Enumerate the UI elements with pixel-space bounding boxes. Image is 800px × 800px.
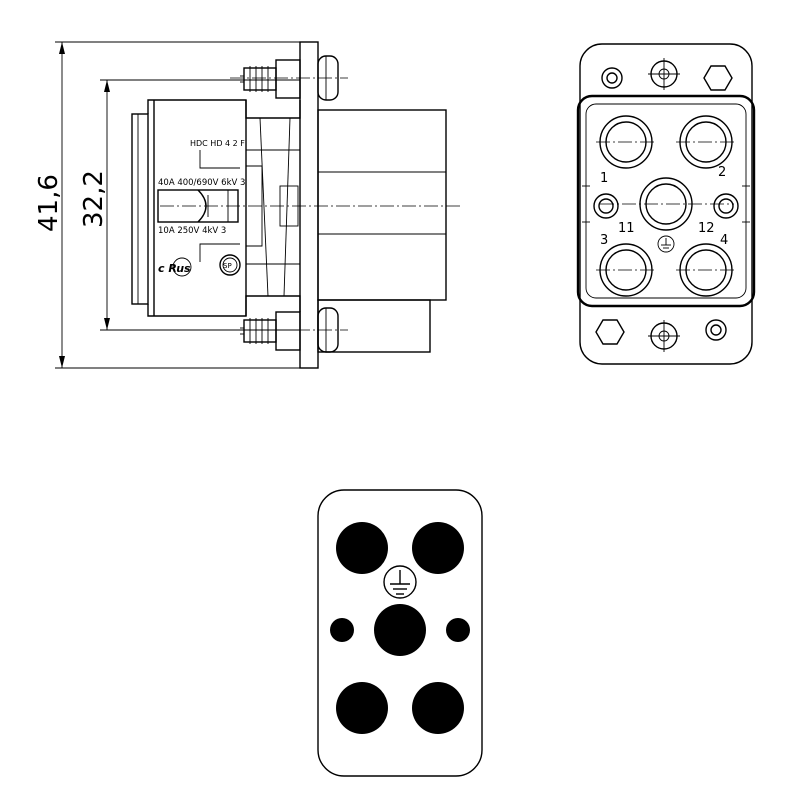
power-contact-4: [412, 682, 464, 734]
aux-contact-left: [330, 618, 354, 642]
power-contact-1: [336, 522, 388, 574]
csa-mark-text: SP: [223, 262, 232, 270]
side-view: 41,6 32,2: [34, 41, 460, 369]
aux-contact-right: [446, 618, 470, 642]
fixing-hole-bottom-right-icon: [705, 319, 727, 341]
aux-contact-11: [593, 193, 619, 219]
aux-contact-12: [713, 193, 739, 219]
power-contact-2: [412, 522, 464, 574]
power-contact-center: [374, 604, 426, 656]
pin-label-11: 11: [618, 221, 635, 236]
hex-nut-top-icon: [703, 65, 733, 91]
power-contact-3: [336, 682, 388, 734]
dimension-inner-height: 32,2: [79, 79, 300, 331]
dimension-label-inner: 32,2: [79, 170, 109, 228]
mating-face-outline: [317, 489, 483, 777]
ul-mark-icon: c Rus: [158, 257, 192, 277]
pin-label-1: 1: [600, 171, 608, 186]
mating-face-view: [317, 489, 483, 777]
model-label: HDC HD 4 2 F: [190, 139, 245, 148]
front-outline: [579, 43, 753, 365]
mounting-plate: [299, 41, 319, 369]
ul-mark-text: c Rus: [158, 262, 191, 275]
insert-frame: [576, 94, 756, 308]
ground-symbol-icon: [383, 565, 417, 599]
pin-label-3: 3: [600, 233, 608, 248]
bottom-screw-icon: [230, 307, 348, 353]
contact-4: [676, 243, 736, 297]
fixing-hole-top-left-icon: [601, 67, 623, 89]
rating-main-label: 40A 400/690V 6kV 3: [158, 178, 245, 188]
hex-nut-bottom-icon: [595, 319, 625, 345]
csa-mark-icon: SP: [219, 254, 241, 276]
rating-aux-label: 10A 250V 4kV 3: [158, 226, 226, 236]
contact-center: [600, 177, 734, 231]
top-screw-icon: [230, 55, 348, 101]
insert-body: [147, 99, 301, 317]
rear-flange: [131, 113, 149, 305]
ground-icon: [657, 235, 675, 253]
contact-2: [676, 115, 736, 169]
screw-hole-top-icon: [648, 58, 680, 90]
pin-label-2: 2: [718, 165, 726, 180]
front-view: 1 2 3 4 11 12: [576, 43, 756, 365]
dimension-label-overall: 41,6: [34, 174, 64, 232]
dimension-overall-height: 41,6: [34, 41, 310, 369]
pin-label-4: 4: [720, 233, 728, 248]
screw-hole-bottom-icon: [648, 320, 680, 352]
pin-label-12: 12: [698, 221, 715, 236]
contact-housing: [160, 109, 460, 353]
contact-1: [596, 115, 656, 169]
contact-3: [596, 243, 656, 297]
